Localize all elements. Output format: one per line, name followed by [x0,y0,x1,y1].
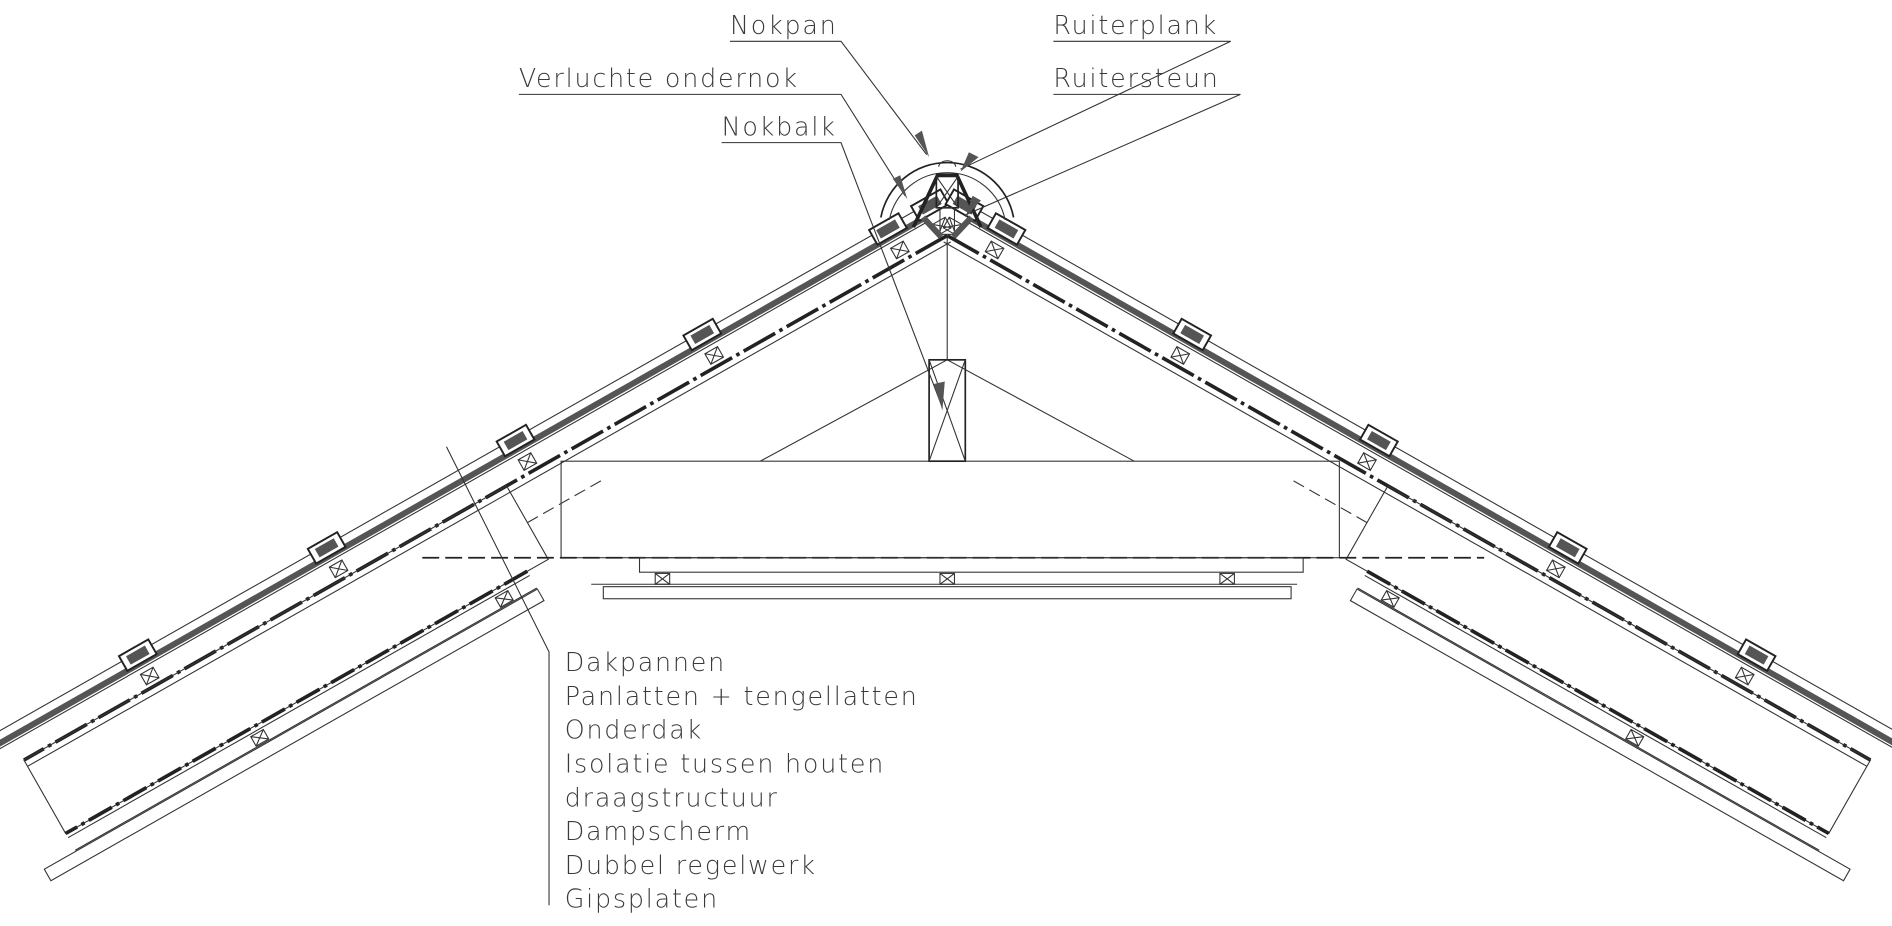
nokbalk-structure [759,235,1135,463]
legend-item: Dubbel regelwerk [565,850,817,880]
legend-item: Gipsplaten [565,884,719,914]
legend-item: Dakpannen [565,647,726,677]
layer-legend: Dakpannen Panlatten + tengellatten Onder… [445,446,919,914]
label-nokpan: Nokpan [730,10,838,40]
label-ruiterplank: Ruiterplank [1053,10,1218,40]
legend-item: Panlatten + tengellatten [565,681,919,711]
leader-arrows [892,130,981,411]
horizontal-ceiling [422,460,1485,600]
label-verluchte-ondernok: Verluchte ondernok [519,63,799,93]
label-nokbalk: Nokbalk [722,111,837,141]
legend-item: Onderdak [565,715,703,745]
label-ruitersteun: Ruitersteun [1053,63,1219,93]
legend-item: Dampscherm [565,816,752,846]
top-leaders [518,40,1241,405]
legend-item: Isolatie tussen houten [565,749,885,779]
right-roof-slope [874,189,1892,880]
ridge-detail [880,160,1015,239]
legend-item: draagstructuur [565,782,779,812]
